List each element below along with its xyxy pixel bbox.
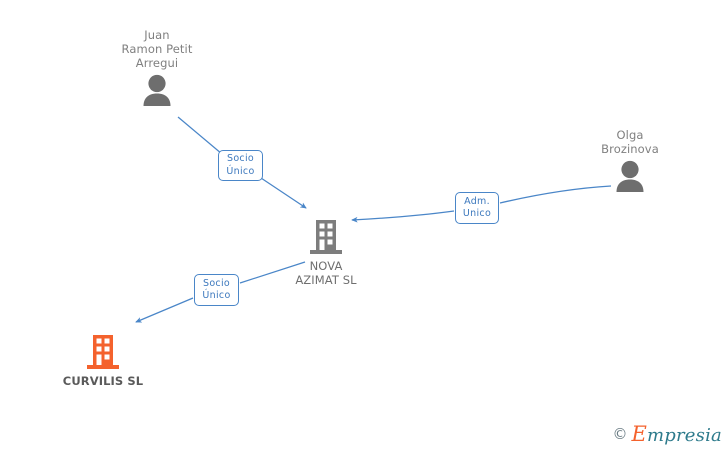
node-person-olga[interactable]: Olga Brozinova (555, 128, 705, 192)
building-icon (310, 220, 342, 254)
relation-label-adm-unico-olga[interactable]: Adm. Unico (455, 192, 499, 224)
person-icon (140, 74, 174, 106)
relation-label-socio-unico-curvilis[interactable]: Socio Único (194, 274, 239, 306)
node-company-nova[interactable]: NOVA AZIMAT SL (251, 220, 401, 287)
node-label-olga: Olga Brozinova (601, 128, 659, 156)
copyright-icon: © (612, 425, 628, 443)
node-company-curvilis[interactable]: CURVILIS SL (28, 335, 178, 388)
watermark-brand-initial: E (631, 422, 648, 446)
building-icon (87, 335, 119, 369)
node-label-nova: NOVA AZIMAT SL (295, 259, 357, 287)
node-label-juan: Juan Ramon Petit Arregui (121, 28, 193, 70)
node-person-juan[interactable]: Juan Ramon Petit Arregui (82, 28, 232, 106)
node-label-curvilis: CURVILIS SL (62, 374, 144, 388)
relation-label-socio-unico-juan[interactable]: Socio Único (218, 150, 263, 181)
watermark-brand: Empresia (631, 424, 722, 445)
person-icon (613, 160, 647, 192)
empresia-watermark: © Empresia (612, 424, 722, 445)
watermark-brand-rest: mpresia (647, 425, 722, 446)
